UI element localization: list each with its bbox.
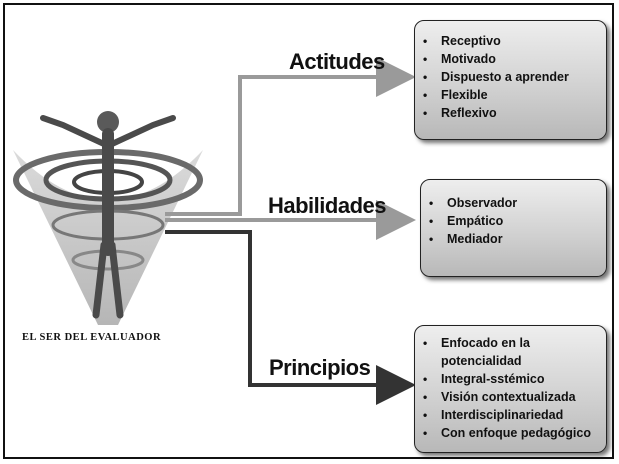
list-habilidades: •Observador •Empático •Mediador [421, 194, 606, 248]
list-item: •Enfocado en la potencialidad [423, 336, 530, 368]
box-habilidades: •Observador •Empático •Mediador [420, 179, 607, 277]
evaluator-figure-icon [13, 111, 203, 325]
list-item: •Dispuesto a aprender [423, 70, 569, 84]
list-item: •Reflexivo [423, 106, 497, 120]
list-item: •Interdisciplinariedad [423, 408, 564, 422]
list-item: •Flexible [423, 88, 488, 102]
heading-principios: Principios [269, 355, 371, 380]
list-item: •Empático [429, 214, 504, 228]
list-item: •Observador [429, 196, 518, 210]
list-item: •Con enfoque pedagógico [423, 426, 591, 440]
arrow-actitudes [165, 57, 416, 216]
heading-habilidades: Habilidades [268, 193, 386, 218]
list-item: •Mediador [429, 232, 503, 246]
arrow-principios [165, 230, 416, 405]
list-actitudes: •Receptivo •Motivado •Dispuesto a aprend… [415, 32, 606, 122]
list-item: •Visión contextualizada [423, 390, 576, 404]
list-item: •Integral-sstémico [423, 372, 545, 386]
list-item: •Motivado [423, 52, 496, 66]
box-actitudes: •Receptivo •Motivado •Dispuesto a aprend… [414, 20, 607, 140]
box-principios: •Enfocado en la potencialidad •Integral-… [414, 325, 607, 453]
heading-actitudes: Actitudes [289, 49, 385, 74]
list-principios: •Enfocado en la potencialidad •Integral-… [415, 334, 606, 442]
list-item: •Receptivo [423, 34, 501, 48]
figure-caption: EL SER DEL EVALUADOR [22, 332, 162, 343]
